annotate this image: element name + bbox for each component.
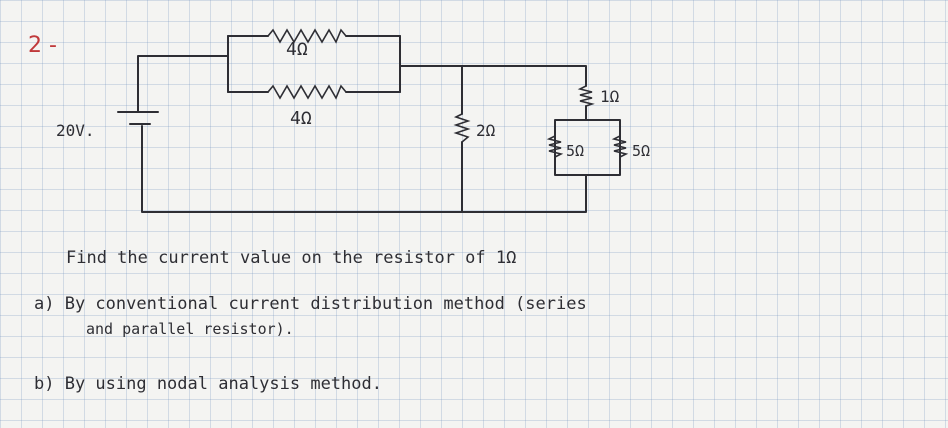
question-part-b: b) By using nodal analysis method. <box>34 374 382 394</box>
source-label: 20V. <box>56 121 95 140</box>
resistor-top-1-label: 4Ω <box>286 39 308 60</box>
resistor-parallel-right <box>611 135 629 158</box>
resistor-shunt <box>453 113 471 143</box>
resistor-series-label: 1Ω <box>600 87 620 106</box>
resistor-top-2 <box>267 84 347 100</box>
resistor-parallel-right-label: 5Ω <box>632 142 650 160</box>
wire-left-top <box>137 55 229 113</box>
resistor-series <box>577 85 595 107</box>
resistor-parallel-left <box>546 135 564 158</box>
resistor-top-2-label: 4Ω <box>290 108 312 129</box>
wire-parallel-box <box>554 119 621 176</box>
problem-number: 2 - <box>28 33 57 58</box>
resistor-parallel-left-label: 5Ω <box>566 142 584 160</box>
wire-top-right <box>399 65 587 87</box>
question-part-a-line2: and parallel resistor). <box>86 320 294 338</box>
question-part-a-line1: a) By conventional current distribution … <box>34 294 587 314</box>
question-prompt: Find the current value on the resistor o… <box>66 248 517 268</box>
resistor-top-1 <box>267 28 347 44</box>
resistor-shunt-label: 2Ω <box>476 121 496 140</box>
wire-bottom <box>141 125 587 213</box>
